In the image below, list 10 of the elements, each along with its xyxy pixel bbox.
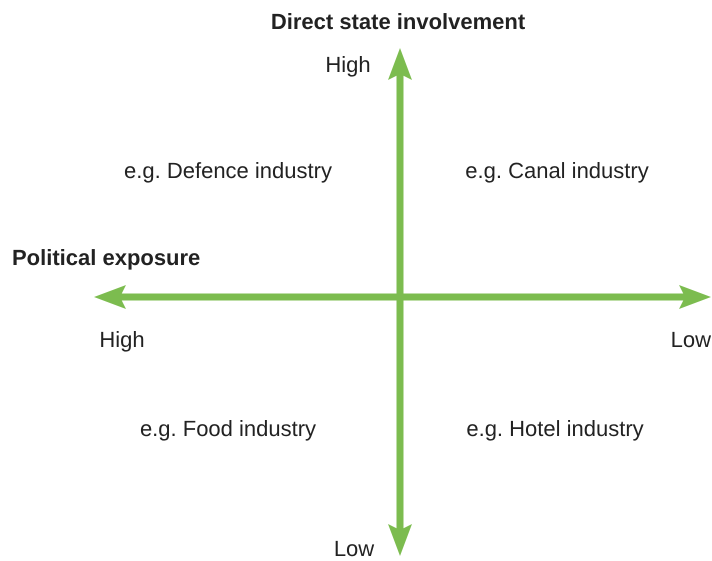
- quadrant-example: e.g. Hotel industry: [466, 416, 644, 442]
- axis-title: Political exposure: [12, 245, 200, 271]
- quadrant-example: e.g. Food industry: [140, 416, 316, 442]
- axis-end-label: Low: [334, 536, 374, 561]
- axis-title: Direct state involvement: [270, 9, 526, 35]
- axis-end-label: Low: [670, 327, 711, 353]
- quadrant-example: e.g. Canal industry: [465, 158, 649, 184]
- quadrant-example: e.g. Defence industry: [124, 158, 332, 184]
- axis-end-label: High: [325, 52, 371, 78]
- axis-end-label: High: [99, 327, 145, 353]
